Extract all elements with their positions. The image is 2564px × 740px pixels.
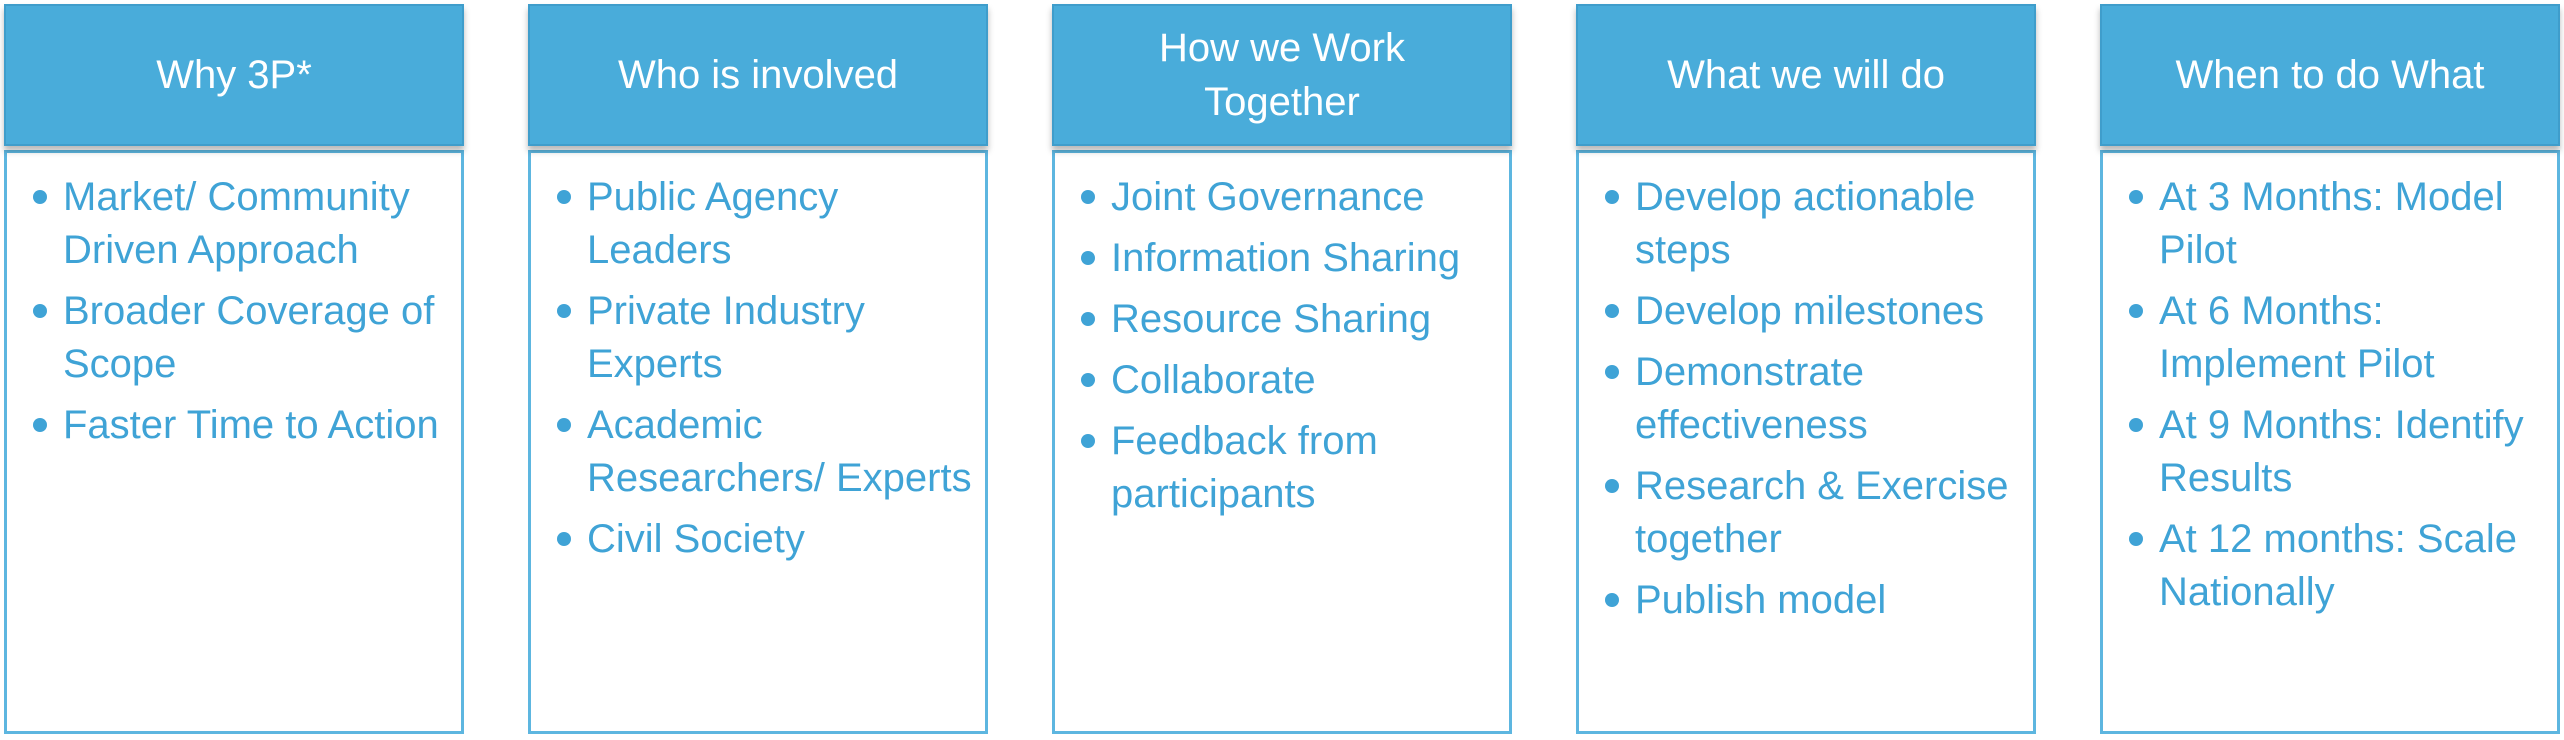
list-item-text: Demonstrate effectiveness: [1635, 350, 1868, 447]
list-item-text: Civil Society: [587, 517, 805, 561]
column-header: Why 3P*: [4, 4, 464, 146]
bullet-dot-icon: [2129, 304, 2143, 318]
list-item-text: Resource Sharing: [1111, 297, 1432, 341]
bullet-dot-icon: [1081, 434, 1095, 448]
list-item: Civil Society: [555, 513, 975, 566]
column-header: Who is involved: [528, 4, 988, 146]
column-what-we-will-do: What we will do Develop actionable steps…: [1576, 4, 2036, 734]
bullet-list: Joint Governance Information Sharing Res…: [1055, 153, 1509, 521]
bullet-dot-icon: [2129, 418, 2143, 432]
column-header: How we Work Together: [1052, 4, 1512, 146]
column-header: When to do What: [2100, 4, 2560, 146]
column-header: What we will do: [1576, 4, 2036, 146]
bullet-dot-icon: [33, 190, 47, 204]
list-item-text: Collaborate: [1111, 358, 1316, 402]
bullet-dot-icon: [1605, 304, 1619, 318]
list-item: Demonstrate effectiveness: [1603, 346, 2023, 452]
list-item-text: Develop milestones: [1635, 289, 1985, 333]
column-title: Who is involved: [617, 53, 899, 97]
list-item: Research & Exercise together: [1603, 460, 2023, 566]
bullet-dot-icon: [1081, 373, 1095, 387]
list-item-text: Private Industry Experts: [587, 289, 865, 386]
column-how-we-work-together: How we Work Together Joint Governance In…: [1052, 4, 1512, 734]
bullet-list: At 3 Months: Model Pilot At 6 Months: Im…: [2103, 153, 2557, 619]
list-item: At 9 Months: Identify Results: [2127, 399, 2547, 505]
list-item-text: Academic Researchers/ Experts: [587, 403, 972, 500]
bullet-dot-icon: [33, 304, 47, 318]
column-body: Public Agency Leaders Private Industry E…: [528, 150, 988, 734]
list-item-text: Market/ Community Driven Approach: [63, 175, 410, 272]
list-item: Joint Governance: [1079, 171, 1499, 224]
bullet-dot-icon: [557, 418, 571, 432]
list-item-text: Feedback from participants: [1111, 419, 1378, 516]
list-item-text: Broader Coverage of Scope: [63, 289, 435, 386]
column-title: What we will do: [1667, 53, 1945, 97]
column-body: Market/ Community Driven Approach Broade…: [4, 150, 464, 734]
list-item: At 12 months: Scale Nationally: [2127, 513, 2547, 619]
list-item: Information Sharing: [1079, 232, 1499, 285]
bullet-dot-icon: [1605, 479, 1619, 493]
list-item: Broader Coverage of Scope: [31, 285, 451, 391]
column-body: Joint Governance Information Sharing Res…: [1052, 150, 1512, 734]
list-item: Feedback from participants: [1079, 415, 1499, 521]
list-item-text: Information Sharing: [1111, 236, 1461, 280]
column-body: Develop actionable steps Develop milesto…: [1576, 150, 2036, 734]
list-item: Private Industry Experts: [555, 285, 975, 391]
bullet-dot-icon: [1605, 593, 1619, 607]
column-title: When to do What: [2175, 53, 2485, 97]
column-title: Why 3P*: [156, 53, 312, 97]
bullet-dot-icon: [1081, 190, 1095, 204]
bullet-dot-icon: [2129, 190, 2143, 204]
bullet-list: Public Agency Leaders Private Industry E…: [531, 153, 985, 566]
column-title: How we Work Together: [1159, 26, 1405, 124]
list-item: At 6 Months: Implement Pilot: [2127, 285, 2547, 391]
list-item: Market/ Community Driven Approach: [31, 171, 451, 277]
bullet-dot-icon: [557, 304, 571, 318]
list-item: Develop actionable steps: [1603, 171, 2023, 277]
bullet-dot-icon: [1081, 312, 1095, 326]
list-item-text: Public Agency Leaders: [587, 175, 839, 272]
list-item-text: Faster Time to Action: [63, 403, 439, 447]
bullet-dot-icon: [1605, 190, 1619, 204]
list-item: Academic Researchers/ Experts: [555, 399, 975, 505]
bullet-dot-icon: [557, 190, 571, 204]
list-item-text: At 3 Months: Model Pilot: [2159, 175, 2504, 272]
bullet-dot-icon: [1081, 251, 1095, 265]
bullet-dot-icon: [2129, 532, 2143, 546]
list-item-text: Research & Exercise together: [1635, 464, 2009, 561]
bullet-dot-icon: [33, 418, 47, 432]
column-when-to-do-what: When to do What At 3 Months: Model Pilot…: [2100, 4, 2560, 734]
list-item: Resource Sharing: [1079, 293, 1499, 346]
column-who-is-involved: Who is involved Public Agency Leaders Pr…: [528, 4, 988, 734]
list-item-text: Joint Governance: [1111, 175, 1425, 219]
bullet-dot-icon: [557, 532, 571, 546]
list-item: At 3 Months: Model Pilot: [2127, 171, 2547, 277]
list-item-text: At 12 months: Scale Nationally: [2159, 517, 2517, 614]
list-item: Collaborate: [1079, 354, 1499, 407]
list-item: Develop milestones: [1603, 285, 2023, 338]
column-why-3p: Why 3P* Market/ Community Driven Approac…: [4, 4, 464, 734]
list-item: Public Agency Leaders: [555, 171, 975, 277]
list-item-text: At 9 Months: Identify Results: [2159, 403, 2524, 500]
list-item: Publish model: [1603, 574, 2023, 627]
list-item: Faster Time to Action: [31, 399, 451, 452]
bullet-list: Market/ Community Driven Approach Broade…: [7, 153, 461, 452]
list-item-text: Publish model: [1635, 578, 1887, 622]
list-item-text: At 6 Months: Implement Pilot: [2159, 289, 2435, 386]
bullet-dot-icon: [1605, 365, 1619, 379]
list-item-text: Develop actionable steps: [1635, 175, 1976, 272]
column-body: At 3 Months: Model Pilot At 6 Months: Im…: [2100, 150, 2560, 734]
bullet-list: Develop actionable steps Develop milesto…: [1579, 153, 2033, 627]
